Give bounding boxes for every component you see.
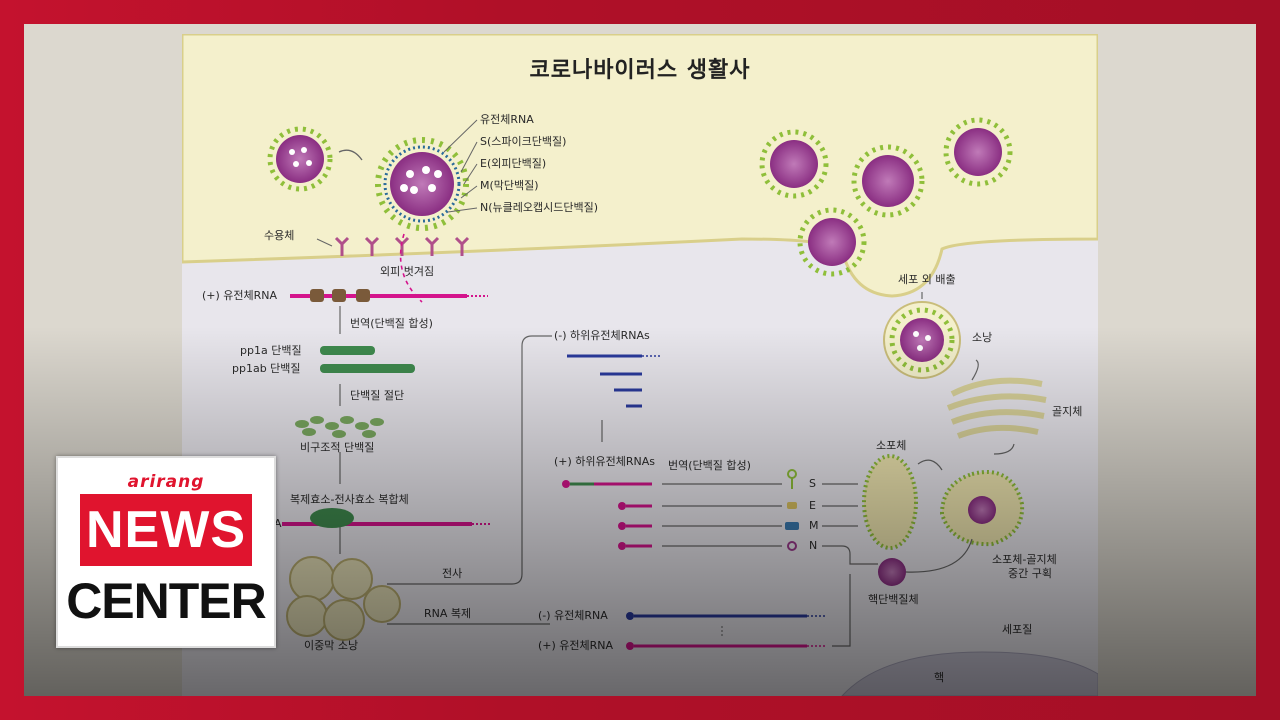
label-m-protein: M(막단백질) [480, 179, 539, 192]
label-s: S [809, 477, 816, 490]
label-minus-subgenomic: (-) 하위유전체RNAs [554, 329, 650, 342]
label-transcription: 전사 [442, 567, 463, 580]
label-ergic-line2: 중간 구획 [1008, 567, 1052, 580]
label-genome-rna: 유전체RNA [480, 113, 534, 126]
coronavirus-lifecycle-diagram: 코로나바이러스 생활사 유전체RNA S(스파이크단백질) E(외피단백질) M… [182, 34, 1098, 696]
label-s-protein: S(스파이크단백질) [480, 135, 567, 148]
er-shape [862, 454, 918, 550]
label-n: N [809, 539, 818, 552]
label-plus-genome-2: (+) 유전체RNA [538, 639, 614, 652]
pp1ab-bar [320, 364, 415, 373]
label-rna-replication: RNA 복제 [424, 607, 472, 620]
label-plus-subgenomic: (+) 하위유전체RNAs [554, 455, 656, 468]
label-uncoating: 외피 벗겨짐 [380, 265, 435, 278]
label-translation: 번역(단백질 합성) [350, 317, 433, 330]
label-dmv: 이중막 소낭 [304, 639, 359, 652]
label-translation-2: 번역(단백질 합성) [668, 459, 751, 472]
vesicle-shape [883, 301, 961, 379]
label-m: M [809, 519, 819, 532]
label-nonstructural: 비구조적 단백질 [300, 441, 375, 454]
label-ergic-line1: 소포체-골지체 [992, 553, 1057, 566]
pp1a-bar [320, 346, 375, 355]
label-n-protein: N(뉴클레오캡시드단백질) [480, 201, 599, 214]
diagram-title: 코로나바이러스 생활사 [529, 58, 751, 83]
arirang-news-center-logo: arirang NEWS CENTER [56, 456, 276, 648]
replicase-complex [310, 508, 354, 528]
label-cytoplasm: 세포질 [1002, 623, 1033, 636]
label-vesicle: 소낭 [972, 331, 993, 344]
label-cleavage: 단백질 절단 [350, 389, 405, 402]
label-nucleus: 핵 [934, 671, 945, 684]
label-complex: 복제효소-전사효소 복합체 [290, 493, 409, 506]
label-e-protein: E(외피단백질) [480, 157, 547, 170]
label-exocytosis: 세포 외 배출 [898, 273, 956, 286]
label-nucleocapsid: 핵단백질체 [868, 593, 919, 606]
label-e: E [809, 499, 816, 512]
logo-brand: arirang [127, 472, 205, 492]
logo-center: CENTER [66, 573, 267, 629]
logo-news: NEWS [80, 494, 252, 566]
nucleocapsid-shape [878, 558, 906, 586]
diagram-canvas [182, 34, 1098, 696]
label-receptor: 수용체 [264, 229, 295, 242]
label-pp1a: pp1a 단백질 [240, 344, 302, 357]
label-golgi: 골지체 [1052, 405, 1083, 418]
label-er: 소포체 [876, 439, 907, 452]
label-minus-genome: (-) 유전체RNA [538, 609, 608, 622]
label-plus-genome: (+) 유전체RNA [202, 289, 278, 302]
label-pp1ab: pp1ab 단백질 [232, 362, 301, 375]
